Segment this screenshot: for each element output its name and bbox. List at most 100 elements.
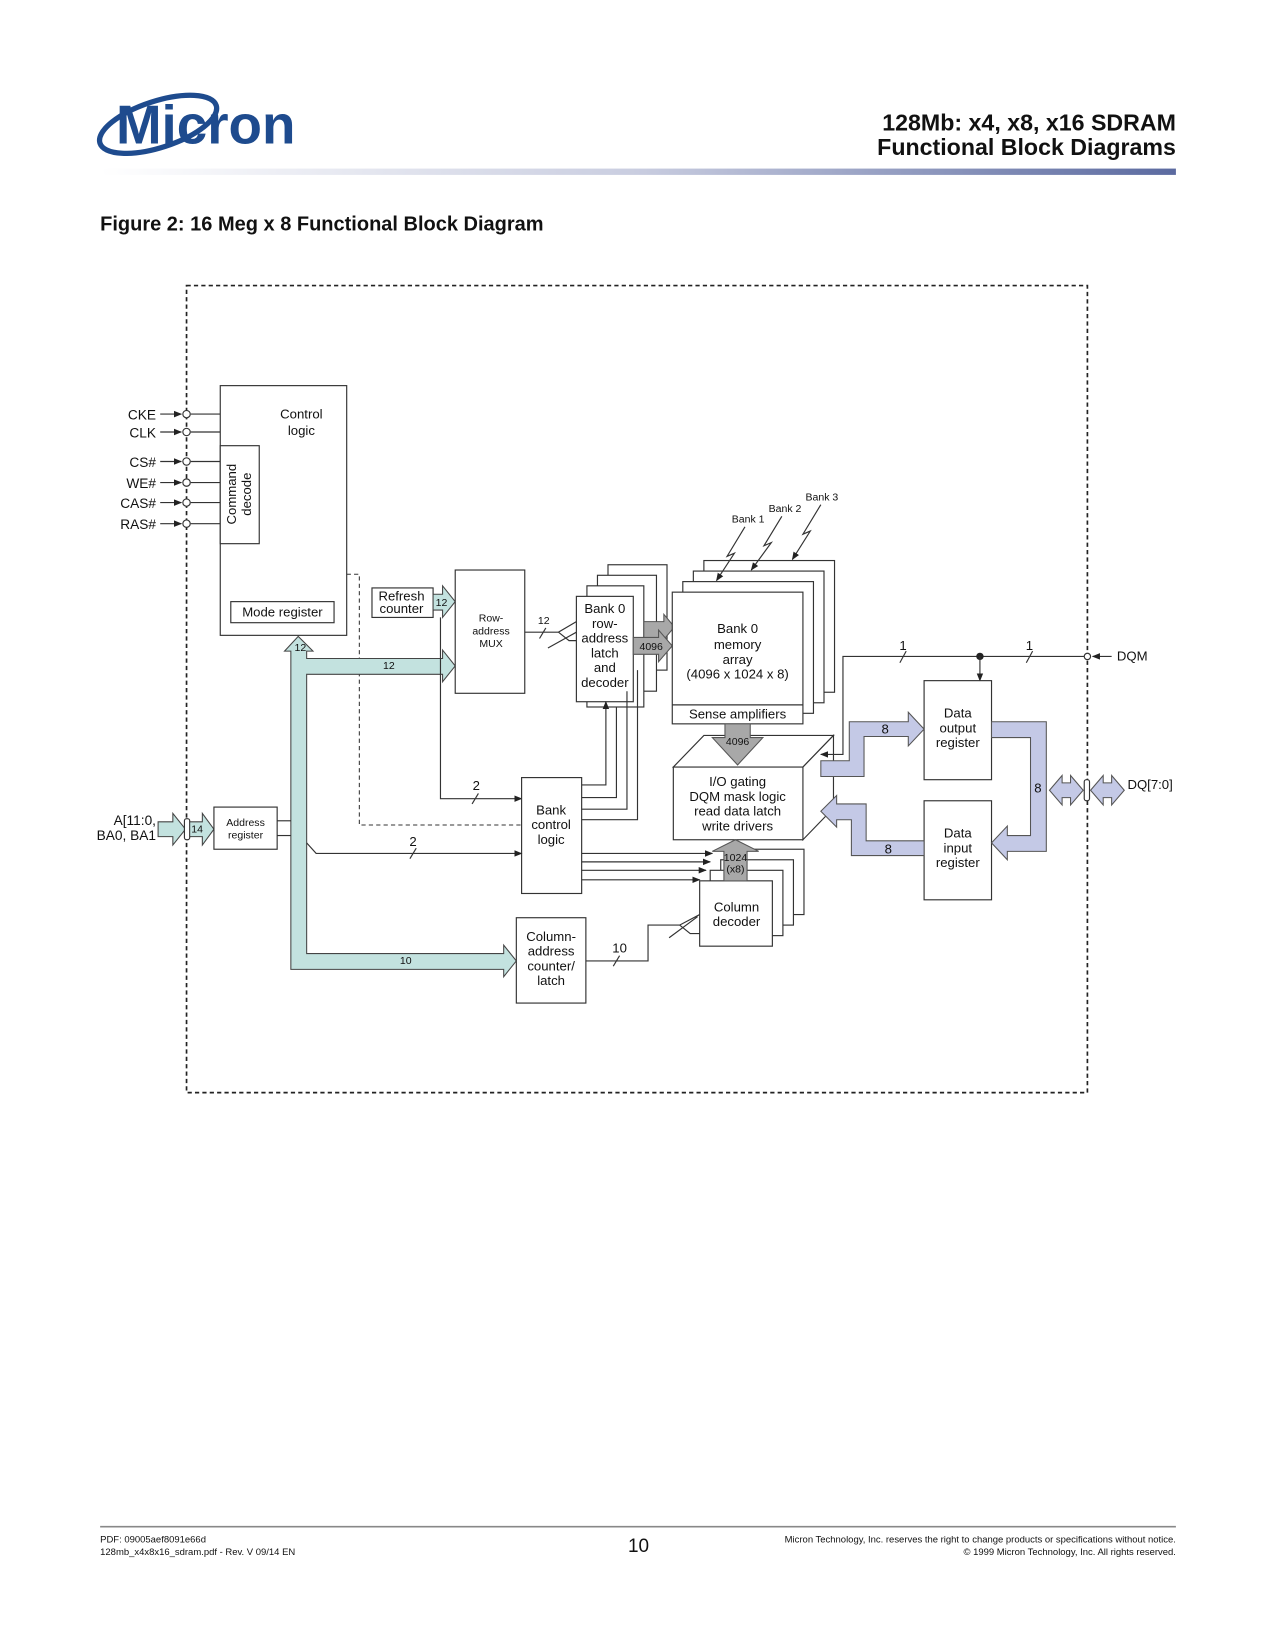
diagram-label: Data bbox=[944, 826, 972, 841]
diagram-label: address bbox=[581, 631, 628, 646]
address-register-block: Address register bbox=[213, 806, 278, 850]
diagram-shape bbox=[183, 818, 191, 841]
diagram-label: I/O gating bbox=[709, 774, 766, 789]
diagram-label: 12 bbox=[383, 660, 395, 672]
diagram-label: 14 bbox=[191, 823, 203, 835]
diagram-shape bbox=[521, 777, 583, 895]
diagram-shape bbox=[899, 650, 907, 664]
diagram-shape bbox=[699, 880, 773, 947]
column-address-counter-block: Column- address counter/ latch bbox=[515, 917, 587, 1004]
diagram-label: latch bbox=[591, 645, 619, 660]
diagram-label: register bbox=[936, 855, 980, 870]
diagram-shape bbox=[96, 92, 220, 156]
diagram-label: Row- bbox=[479, 613, 504, 625]
diagram-shape bbox=[923, 800, 993, 901]
diagram-label: logic bbox=[538, 832, 565, 847]
data-in-bus bbox=[820, 794, 925, 857]
data-out-bus bbox=[820, 710, 925, 778]
memory-array-stack: Bank 0 memory array (4096 x 1024 x 8) Se… bbox=[671, 559, 836, 725]
diagram-shape bbox=[1025, 650, 1034, 664]
diagram-shape bbox=[182, 409, 191, 419]
data-input-register-block: Data input register bbox=[923, 800, 993, 901]
dq-bus bbox=[990, 721, 1047, 862]
micron-logo: Micron bbox=[96, 92, 296, 156]
diagram-label: BA0, BA1 bbox=[97, 828, 156, 843]
footer-file: 128mb_x4x8x16_sdram.pdf - Rev. V 09/14 E… bbox=[100, 1547, 295, 1558]
header-rule bbox=[100, 168, 1176, 175]
dqm-label: DQM bbox=[1117, 649, 1148, 664]
diagram-label: (4096 x 1024 x 8) bbox=[686, 667, 788, 682]
diagram-label: CLK bbox=[129, 425, 156, 440]
diagram-label: 8 bbox=[881, 721, 888, 736]
diagram-shape bbox=[539, 627, 547, 639]
diagram-label: 4096 bbox=[639, 641, 663, 653]
diagram-label: array bbox=[723, 652, 753, 667]
diagram-label: MUX bbox=[479, 638, 502, 650]
diagram-shape bbox=[672, 766, 804, 841]
diagram-label: 1 bbox=[899, 638, 906, 653]
diagram-label: Sense amplifiers bbox=[689, 707, 787, 722]
diagram-label: and bbox=[594, 660, 616, 675]
signal-we: WE# bbox=[126, 476, 221, 491]
diagram-shape bbox=[1048, 774, 1084, 807]
dq-label: DQ[7:0] bbox=[1127, 777, 1172, 792]
header-title-line2: Functional Block Diagrams bbox=[877, 134, 1176, 160]
diagram-label: read data latch bbox=[694, 804, 781, 819]
diagram-label: 10 bbox=[612, 940, 627, 955]
footer-copyright: © 1999 Micron Technology, Inc. All right… bbox=[963, 1547, 1175, 1558]
diagram-shape bbox=[581, 670, 639, 821]
diagram-label: CAS# bbox=[120, 496, 156, 511]
diagram-label: decode bbox=[239, 473, 254, 516]
figure-title: Figure 2: 16 Meg x 8 Functional Block Di… bbox=[100, 214, 543, 236]
diagram-label: counter/ bbox=[527, 958, 575, 973]
diagram-shape bbox=[471, 793, 479, 805]
diagram-shape bbox=[182, 478, 191, 487]
diagram-label: decoder bbox=[581, 675, 629, 690]
diagram-shape bbox=[454, 569, 526, 694]
diagram-shape bbox=[716, 526, 746, 582]
diagram-label: CS# bbox=[129, 455, 156, 470]
diagram-label: address bbox=[472, 625, 509, 637]
diagram-shape bbox=[1083, 779, 1091, 802]
diagram-label: 12 bbox=[294, 642, 306, 654]
signal-ras: RAS# bbox=[120, 517, 221, 532]
diagram-label: Bank 1 bbox=[732, 514, 765, 526]
refresh-counter-block: Refresh counter bbox=[371, 587, 434, 619]
chip-boundary bbox=[185, 284, 1089, 1094]
diagram-label: counter bbox=[380, 601, 425, 616]
diagram-label: register bbox=[228, 830, 264, 842]
diagram-shape bbox=[524, 621, 577, 649]
logo-text: Micron bbox=[116, 93, 296, 155]
diagram-label: 1024 bbox=[724, 852, 748, 864]
diagram-shape bbox=[439, 617, 523, 802]
signal-cs: CS# bbox=[129, 455, 221, 470]
diagram-label: DQM mask logic bbox=[689, 789, 786, 804]
diagram-label: Command bbox=[224, 464, 239, 525]
header-title-line1: 128Mb: x4, x8, x16 SDRAM bbox=[882, 110, 1176, 136]
diagram-shape bbox=[182, 457, 191, 466]
mode-register-block bbox=[230, 601, 335, 624]
diagram-label: Bank 0 bbox=[584, 601, 625, 616]
diagram-shape bbox=[157, 811, 187, 847]
diagram-label: register bbox=[936, 735, 980, 750]
diagram-label: A[11:0, bbox=[114, 813, 156, 828]
diagram-shape bbox=[791, 504, 822, 561]
diagram-label: Bank bbox=[536, 802, 566, 817]
control-logic-block: Control logic Command decode Mode regist… bbox=[219, 385, 348, 636]
diagram-label: Address bbox=[226, 817, 265, 829]
diagram-label: 10 bbox=[400, 955, 412, 967]
diagram-shape bbox=[581, 700, 610, 786]
column-decoder-stack: Column decoder bbox=[699, 848, 805, 947]
diagram-shape bbox=[182, 498, 191, 507]
diagram-label: memory bbox=[714, 637, 762, 652]
diagram-shape bbox=[711, 723, 765, 766]
footer-notice: Micron Technology, Inc. reserves the rig… bbox=[785, 1535, 1176, 1546]
diagram-shape bbox=[182, 427, 191, 437]
diagram-shape bbox=[671, 591, 804, 725]
data-output-register-block: Data output register bbox=[923, 680, 993, 781]
bank-labels: Bank 1 Bank 2 Bank 3 bbox=[716, 491, 838, 582]
block-diagram: CKE CLK CS# WE# CAS# RAS# Control logic … bbox=[97, 284, 1173, 1094]
diagram-label: Column- bbox=[526, 929, 576, 944]
